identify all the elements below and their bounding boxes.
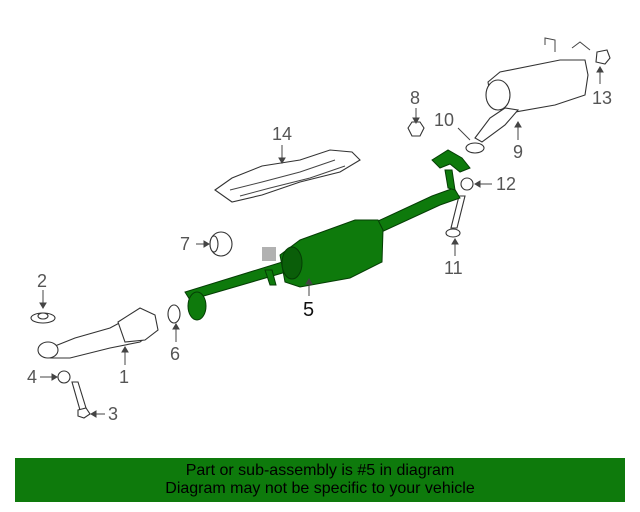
banner-line-1: Part or sub-assembly is #5 in diagram: [185, 462, 455, 479]
exhaust-parts-diagram: parts: [27, 37, 612, 424]
center-pipe-assembly-part[interactable]: [184, 149, 471, 321]
callout-2: 2: [37, 271, 47, 291]
nut-4-part[interactable]: [57, 370, 71, 384]
callout-6: 6: [170, 344, 180, 364]
rear-muffler-part[interactable]: [474, 37, 591, 143]
callout-11: 11: [444, 258, 463, 278]
callout-12: 12: [496, 174, 516, 194]
callout-10: 10: [434, 110, 454, 130]
callout-5: 5: [303, 299, 314, 321]
callout-7: 7: [180, 234, 190, 254]
callout-1: 1: [119, 367, 129, 387]
heat-shield-part[interactable]: [214, 149, 361, 203]
bolt-11-part[interactable]: [445, 195, 466, 238]
bolt-3-part[interactable]: [71, 381, 91, 419]
banner-line-2: Diagram may not be specific to your vehi…: [165, 480, 475, 497]
hanger-rubber-12-part[interactable]: [460, 177, 474, 191]
gasket-6-part[interactable]: [167, 304, 181, 324]
callout-14: 14: [272, 124, 292, 144]
gasket-10-part[interactable]: [465, 142, 485, 154]
leader-lines: [39, 66, 604, 418]
callout-13: 13: [592, 88, 612, 108]
callout-8: 8: [410, 88, 420, 108]
info-banner: Part or sub-assembly is #5 in diagram Di…: [15, 458, 625, 502]
hanger-2-part[interactable]: [30, 312, 56, 324]
callout-3: 3: [108, 404, 118, 424]
nut-8-part[interactable]: [407, 121, 425, 137]
front-pipe-part[interactable]: [37, 307, 159, 359]
hanger-rubber-13-part[interactable]: [595, 49, 611, 65]
callout-9: 9: [513, 142, 523, 162]
callout-4: 4: [27, 367, 37, 387]
hanger-rubber-7-part[interactable]: [209, 231, 233, 257]
